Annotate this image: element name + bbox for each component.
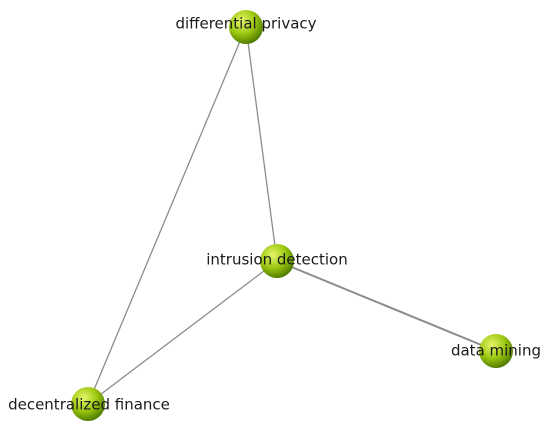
- node-decentralized-finance[interactable]: [71, 387, 105, 421]
- edge-differential-privacy-decentralized-finance: [87, 26, 247, 405]
- node-differential-privacy[interactable]: [229, 10, 263, 44]
- nodes-layer: [71, 10, 513, 421]
- edge-differential-privacy-intrusion-detection: [245, 26, 278, 262]
- node-label-intrusion-detection: intrusion detection: [206, 251, 348, 269]
- node-data-mining[interactable]: [479, 334, 513, 368]
- labels-layer: differential privacy intrusion detection d…: [8, 15, 541, 414]
- edge-intrusion-detection-decentralized-finance: [87, 260, 278, 405]
- node-label-decentralized-finance: decentralized finance: [8, 396, 170, 414]
- edges-layer: [87, 26, 497, 405]
- node-label-data-mining: data mining: [451, 342, 541, 360]
- node-label-differential-privacy: differential privacy: [175, 15, 316, 33]
- node-intrusion-detection[interactable]: [260, 244, 294, 278]
- edge-intrusion-detection-data-mining: [276, 260, 497, 352]
